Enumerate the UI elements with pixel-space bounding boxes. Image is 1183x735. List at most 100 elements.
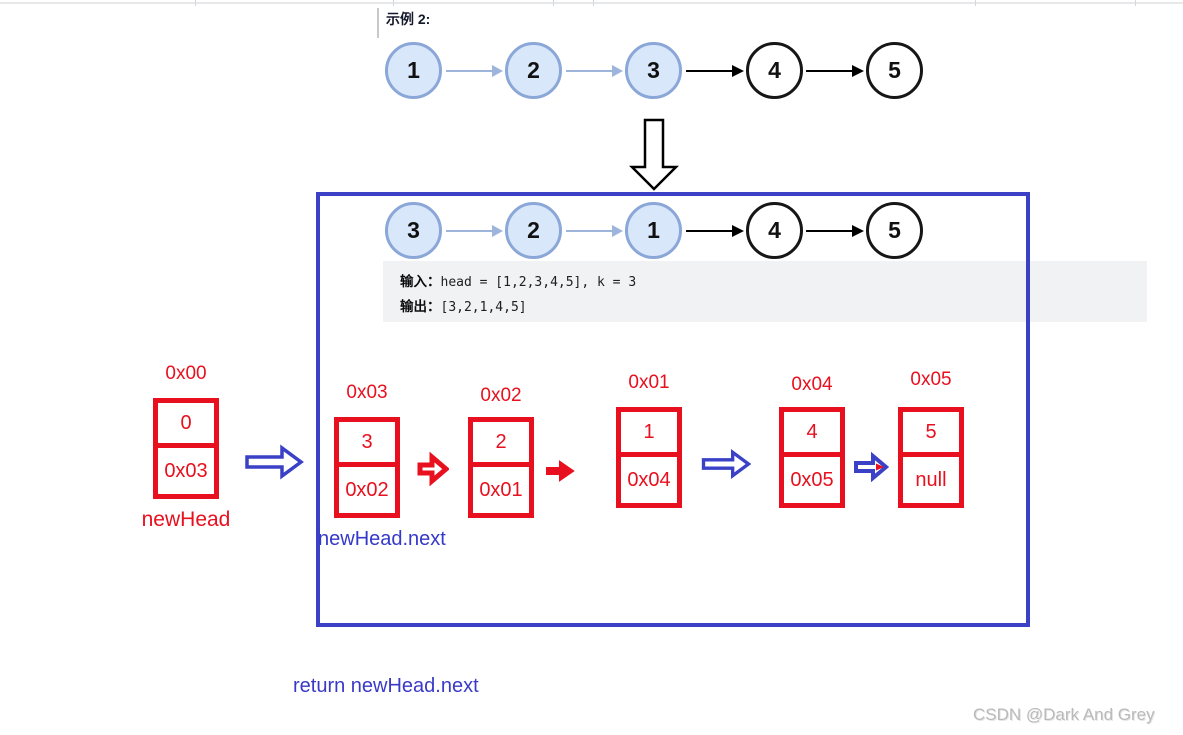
table-border-tick (393, 0, 394, 6)
input-label: 输入： (400, 274, 441, 289)
list-node: 1 (385, 42, 442, 99)
blue-right-arrow-icon (245, 444, 304, 480)
node-value: 2 (527, 57, 540, 83)
red-right-arrow-icon (417, 451, 449, 487)
arrow-shaft (446, 229, 493, 232)
down-arrow-icon (629, 118, 679, 191)
arrow-shaft (686, 229, 734, 232)
memory-next-cell: 0x04 (621, 457, 677, 503)
memory-value-cell: 0 (158, 403, 214, 448)
arrow-outline (417, 451, 449, 487)
output-label: 输出： (400, 299, 441, 314)
memory-node-box: 2 0x01 (468, 417, 534, 518)
next-pointer-arrow-icon (806, 224, 864, 237)
memory-next-cell: 0x02 (339, 467, 395, 513)
next-pointer-arrow-icon (566, 224, 623, 237)
memory-address-label: 0x02 (480, 385, 522, 406)
node-value: 3 (407, 217, 420, 243)
next-pointer-arrow-icon (806, 64, 864, 77)
list-node: 2 (505, 202, 562, 259)
node-value: 5 (888, 217, 901, 243)
blue-red-right-arrow-icon (854, 451, 889, 483)
node-value: 1 (647, 217, 660, 243)
arrow-head (732, 64, 744, 77)
memory-value-cell: 1 (621, 412, 677, 457)
arrow-head (492, 64, 503, 77)
list-node: 4 (746, 42, 803, 99)
arrow-head (852, 64, 864, 77)
return-statement: return newHead.next (293, 675, 479, 697)
memory-node-box: 5 null (898, 407, 964, 508)
memory-node-box: 1 0x04 (616, 407, 682, 508)
csdn-watermark: CSDN @Dark And Grey (973, 705, 1155, 724)
node-value: 5 (888, 57, 901, 83)
memory-value-cell: 2 (473, 422, 529, 467)
node-value: 2 (527, 217, 540, 243)
table-border-tick (1135, 0, 1136, 6)
page-top-divider (0, 2, 1183, 4)
io-input-line: 输入：head = [1,2,3,4,5], k = 3 (400, 270, 1147, 295)
arrow-shaft (806, 69, 854, 72)
list-node: 5 (866, 202, 923, 259)
table-border-tick (195, 0, 196, 6)
input-value: head = [1,2,3,4,5], k = 3 (440, 275, 637, 290)
arrow-shaft (566, 69, 613, 72)
list-node: 3 (385, 202, 442, 259)
next-pointer-arrow-icon (566, 64, 623, 77)
arrow-head (732, 224, 744, 237)
arrow-outline (701, 449, 751, 479)
memory-value-cell: 5 (903, 412, 959, 457)
arrow-head (612, 64, 623, 77)
arrow-shaft (686, 69, 734, 72)
arrow-shaft (566, 229, 613, 232)
arrow-outline (245, 444, 304, 480)
memory-value-cell: 4 (784, 412, 840, 457)
node-value: 4 (768, 57, 781, 83)
arrow-shaft (806, 229, 854, 232)
new-head-next-caption: newHead.next (318, 528, 446, 550)
table-border-tick (593, 0, 594, 6)
node-value: 4 (768, 217, 781, 243)
list-node: 1 (625, 202, 682, 259)
memory-next-cell: 0x03 (158, 448, 214, 494)
table-border-tick (553, 0, 554, 6)
node-value: 3 (647, 57, 660, 83)
io-example-block: 输入：head = [1,2,3,4,5], k = 3 输出：[3,2,1,4… (383, 261, 1147, 322)
arrow-solid (546, 460, 575, 482)
down-arrow-outline (629, 118, 679, 191)
memory-next-cell: null (903, 457, 959, 503)
red-solid-arrow-icon (546, 460, 575, 482)
list-node: 2 (505, 42, 562, 99)
next-pointer-arrow-icon (686, 224, 744, 237)
memory-address-label: 0x04 (791, 374, 833, 395)
memory-node-box: 0 0x03 (153, 398, 219, 499)
next-pointer-arrow-icon (446, 224, 503, 237)
list-node: 5 (866, 42, 923, 99)
arrow-head (612, 224, 623, 237)
memory-address-label: 0x01 (628, 372, 670, 393)
table-border-tick (975, 0, 976, 6)
memory-address-label: 0x03 (346, 382, 388, 403)
memory-node-box: 4 0x05 (779, 407, 845, 508)
arrow-outline (854, 451, 889, 483)
arrow-head (492, 224, 503, 237)
memory-node-box: 3 0x02 (334, 417, 400, 518)
next-pointer-arrow-icon (446, 64, 503, 77)
blockquote-bar (377, 8, 379, 38)
list-node: 4 (746, 202, 803, 259)
node-value: 1 (407, 57, 420, 83)
new-head-caption: newHead (141, 508, 231, 531)
blue-right-arrow-icon (701, 449, 751, 479)
list-node: 3 (625, 42, 682, 99)
arrow-red-tip (876, 463, 884, 471)
memory-next-cell: 0x01 (473, 467, 529, 513)
output-value: [3,2,1,4,5] (440, 300, 527, 315)
memory-next-cell: 0x05 (784, 457, 840, 503)
memory-value-cell: 3 (339, 422, 395, 467)
arrow-head (852, 224, 864, 237)
example-heading: 示例 2: (386, 11, 431, 27)
io-output-line: 输出：[3,2,1,4,5] (400, 295, 1147, 320)
arrow-shaft (446, 69, 493, 72)
next-pointer-arrow-icon (686, 64, 744, 77)
memory-address-label: 0x05 (910, 369, 952, 390)
